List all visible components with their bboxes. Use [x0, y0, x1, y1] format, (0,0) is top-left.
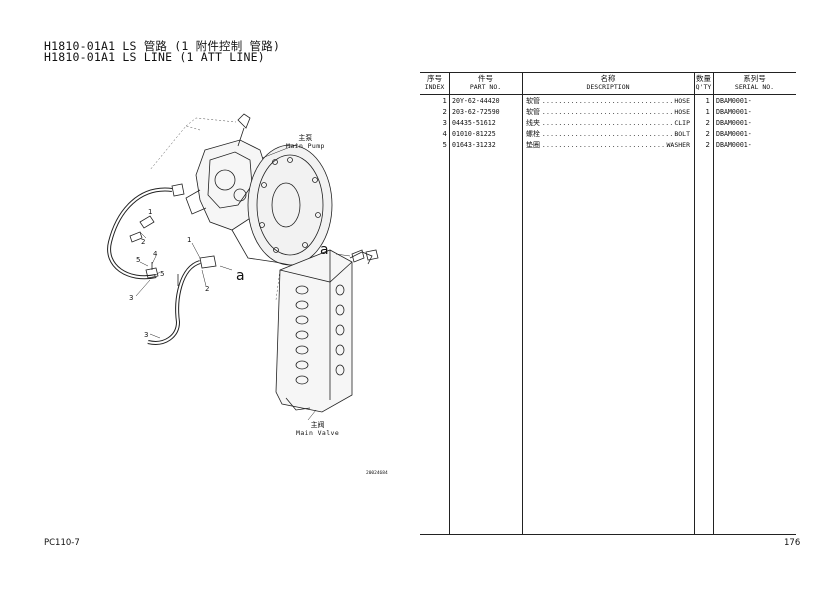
- col-header-part-no: 件号 PART NO.: [449, 74, 522, 92]
- row-part-no: 01643-31232: [452, 141, 496, 149]
- row-index: 2: [442, 108, 447, 116]
- parts-table: 序号 INDEX 件号 PART NO. 名称 DESCRIPTION 数量 Q…: [420, 72, 796, 534]
- col-header-qty: 数量 Q'TY: [694, 74, 713, 92]
- col-header-description: 名称 DESCRIPTION: [522, 74, 694, 92]
- callout-4: 4: [153, 250, 158, 258]
- table-row: 3 04435-51612 线夹 .......................…: [420, 118, 796, 129]
- row-desc-cn: 线夹: [526, 119, 540, 127]
- row-serial: DBAM0001-: [716, 97, 752, 105]
- row-part-no: 01010-81225: [452, 130, 496, 138]
- callout-1-lower: 1: [148, 208, 153, 216]
- row-part-no: 04435-51612: [452, 119, 496, 127]
- col-header-description-cn: 名称: [600, 74, 616, 83]
- row-desc-leader: ........................................…: [542, 109, 674, 116]
- col-divider: [522, 72, 523, 534]
- drawing-code: 20024684: [366, 471, 388, 476]
- row-part-no: 20Y-62-44420: [452, 97, 500, 105]
- col-header-serial-no-en: SERIAL NO.: [734, 83, 775, 91]
- row-serial: DBAM0001-: [716, 108, 752, 116]
- row-index: 4: [442, 130, 447, 138]
- main-pump-label: 主泵 Main Pump: [286, 134, 325, 150]
- main-valve-label-en: Main Valve: [296, 429, 340, 437]
- col-header-part-no-en: PART NO.: [469, 83, 502, 91]
- callout-2-left: 2: [141, 238, 146, 246]
- callout-5-lower: 5: [160, 270, 165, 278]
- main-valve-label: 主阀 Main Valve: [296, 421, 339, 437]
- col-header-index-en: INDEX: [424, 83, 445, 91]
- page-title-en: H1810-01A1 LS LINE (1 ATT LINE): [44, 50, 265, 64]
- row-serial: DBAM0001-: [716, 130, 752, 138]
- col-divider: [449, 72, 450, 534]
- row-part-no: 203-62-72590: [452, 108, 500, 116]
- parts-illustration: [107, 113, 379, 421]
- main-pump-label-en: Main Pump: [286, 142, 325, 150]
- row-description: 软管 .....................................…: [526, 96, 690, 107]
- page-title-cn: H1810-01A1 LS 管路 (1 附件控制 管路): [44, 39, 281, 53]
- row-description: 软管 .....................................…: [526, 107, 690, 118]
- row-desc-en: CLIP: [674, 119, 690, 127]
- row-desc-en: HOSE: [674, 97, 690, 105]
- row-qty: 2: [705, 130, 710, 138]
- footer-rule: [420, 534, 796, 535]
- row-serial: DBAM0001-: [716, 119, 752, 127]
- row-desc-en: BOLT: [674, 130, 690, 138]
- table-row: 5 01643-31232 垫圈 .......................…: [420, 140, 796, 151]
- leader-lines: [135, 143, 351, 421]
- row-qty: 1: [705, 108, 710, 116]
- fittings-and-clips: [129, 215, 379, 286]
- callout-3-upper: 3: [129, 294, 134, 302]
- row-serial: DBAM0001-: [716, 141, 752, 149]
- col-header-index: 序号 INDEX: [420, 74, 449, 92]
- callout-2-right: 2: [205, 285, 210, 293]
- row-index: 3: [442, 119, 447, 127]
- row-desc-leader: ........................................…: [542, 131, 674, 138]
- main-valve-drawing: [275, 249, 373, 413]
- hose-1-drawing: [147, 260, 201, 345]
- row-desc-cn: 软管: [526, 97, 540, 105]
- col-header-description-en: DESCRIPTION: [586, 83, 630, 91]
- view-label-a-side: a: [236, 268, 245, 284]
- hose-2-drawing: [107, 183, 185, 280]
- table-row: 1 20Y-62-44420 软管 ......................…: [420, 96, 796, 107]
- col-header-part-no-cn: 件号: [478, 74, 493, 83]
- main-pump-label-cn: 主泵: [298, 134, 313, 142]
- row-qty: 1: [705, 97, 710, 105]
- col-header-qty-cn: 数量: [696, 74, 711, 83]
- col-header-index-cn: 序号: [427, 74, 442, 83]
- assembly-outline: [149, 117, 281, 301]
- table-row: 2 203-62-72590 软管 ......................…: [420, 107, 796, 118]
- row-desc-en: HOSE: [674, 108, 690, 116]
- row-desc-leader: ........................................…: [542, 120, 674, 127]
- col-header-serial-no: 系列号 SERIAL NO.: [713, 74, 796, 92]
- col-divider: [694, 72, 695, 534]
- model-number: PC110-7: [44, 538, 80, 548]
- row-qty: 2: [705, 141, 710, 149]
- callout-3-lower: 3: [144, 331, 149, 339]
- row-desc-cn: 螺栓: [526, 130, 540, 138]
- row-desc-leader: ........................................…: [542, 98, 674, 105]
- row-index: 5: [442, 141, 447, 149]
- row-desc-leader: ........................................…: [542, 142, 667, 149]
- row-desc-cn: 垫圈: [526, 141, 540, 149]
- main-valve-label-cn: 主阀: [310, 421, 325, 429]
- main-pump-drawing: [185, 113, 333, 266]
- table-row: 4 01010-81225 螺栓 .......................…: [420, 129, 796, 140]
- callout-1-upper: 1: [187, 236, 192, 244]
- row-description: 垫圈 .....................................…: [526, 140, 690, 151]
- table-header-rule: [420, 94, 796, 95]
- col-header-qty-en: Q'TY: [695, 83, 712, 91]
- row-qty: 2: [705, 119, 710, 127]
- row-index: 1: [442, 97, 447, 105]
- row-desc-en: WASHER: [666, 141, 690, 149]
- table-top-rule: [420, 72, 796, 73]
- view-label-a-top: a: [320, 242, 329, 258]
- col-header-serial-no-cn: 系列号: [743, 74, 766, 83]
- row-desc-cn: 软管: [526, 108, 540, 116]
- page-number: 176: [784, 538, 801, 548]
- col-divider: [713, 72, 714, 534]
- row-description: 螺栓 .....................................…: [526, 129, 690, 140]
- row-description: 线夹 .....................................…: [526, 118, 690, 129]
- callout-5-upper: 5: [136, 256, 141, 264]
